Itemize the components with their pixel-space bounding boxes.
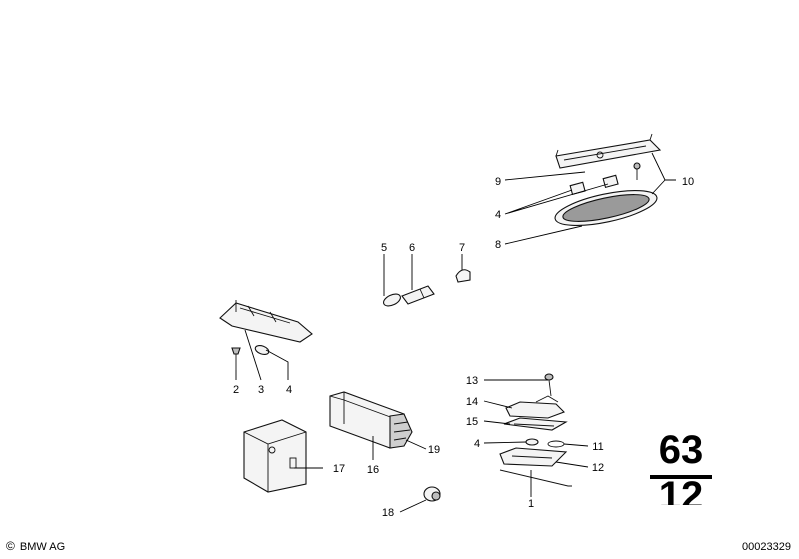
callout-9: 9 xyxy=(495,176,501,188)
cap-7[interactable] xyxy=(455,269,471,283)
callout-11: 11 xyxy=(592,441,603,453)
bulb-4-left[interactable] xyxy=(254,344,270,356)
callout-17: 17 xyxy=(333,463,345,475)
callout-3: 3 xyxy=(258,384,264,396)
copyright: © BMW AG xyxy=(6,539,65,553)
screw-2[interactable] xyxy=(231,347,241,370)
gasket-11[interactable] xyxy=(547,440,565,448)
lens-15[interactable] xyxy=(503,417,568,431)
lamp-housing-10[interactable] xyxy=(555,133,662,169)
grommet-18[interactable] xyxy=(423,486,441,502)
frame-12[interactable] xyxy=(499,447,568,467)
lens-8[interactable] xyxy=(552,183,660,232)
license-lamp-housing-3[interactable] xyxy=(219,300,313,343)
leader-lines xyxy=(235,152,676,513)
screw-9[interactable] xyxy=(633,162,641,180)
callout-18: 18 xyxy=(382,507,394,519)
callout-16: 16 xyxy=(367,464,379,476)
callout-5: 5 xyxy=(381,242,387,254)
assembly-bracket-1 xyxy=(499,469,572,487)
socket-6[interactable] xyxy=(401,285,435,305)
group-divider xyxy=(650,475,712,479)
callout-labels: 1 2 3 4 4 4 5 6 7 8 9 10 11 12 13 14 15 … xyxy=(233,176,694,519)
lens-19[interactable] xyxy=(389,413,413,449)
group-sub-number: 12 xyxy=(658,481,704,505)
callout-2: 2 xyxy=(233,384,239,396)
callout-4-bottom: 4 xyxy=(474,438,480,450)
callout-1: 1 xyxy=(528,498,534,510)
copyright-text: BMW AG xyxy=(19,541,66,553)
callout-10: 10 xyxy=(682,176,694,188)
callout-13: 13 xyxy=(466,375,478,387)
bulb-5[interactable] xyxy=(382,292,403,309)
callout-8: 8 xyxy=(495,239,501,251)
callout-14: 14 xyxy=(466,396,478,408)
bulb-4-right[interactable] xyxy=(525,438,539,446)
callout-4-left: 4 xyxy=(286,384,292,396)
callout-15: 15 xyxy=(466,416,478,428)
lamp-body-14[interactable] xyxy=(505,395,565,419)
callout-6: 6 xyxy=(409,242,415,254)
screw-13[interactable] xyxy=(544,373,554,397)
group-code: 63 12 xyxy=(646,428,716,505)
callout-12: 12 xyxy=(592,462,604,474)
diagram-reference-number: 00023329 xyxy=(742,541,791,553)
callout-19: 19 xyxy=(428,444,440,456)
relay-17[interactable] xyxy=(243,419,307,493)
copyright-icon: © xyxy=(6,539,15,553)
bulb-holders-4[interactable] xyxy=(569,174,619,196)
callout-7: 7 xyxy=(459,242,465,254)
callout-4-top: 4 xyxy=(495,209,501,221)
group-main-number: 63 xyxy=(658,428,704,472)
